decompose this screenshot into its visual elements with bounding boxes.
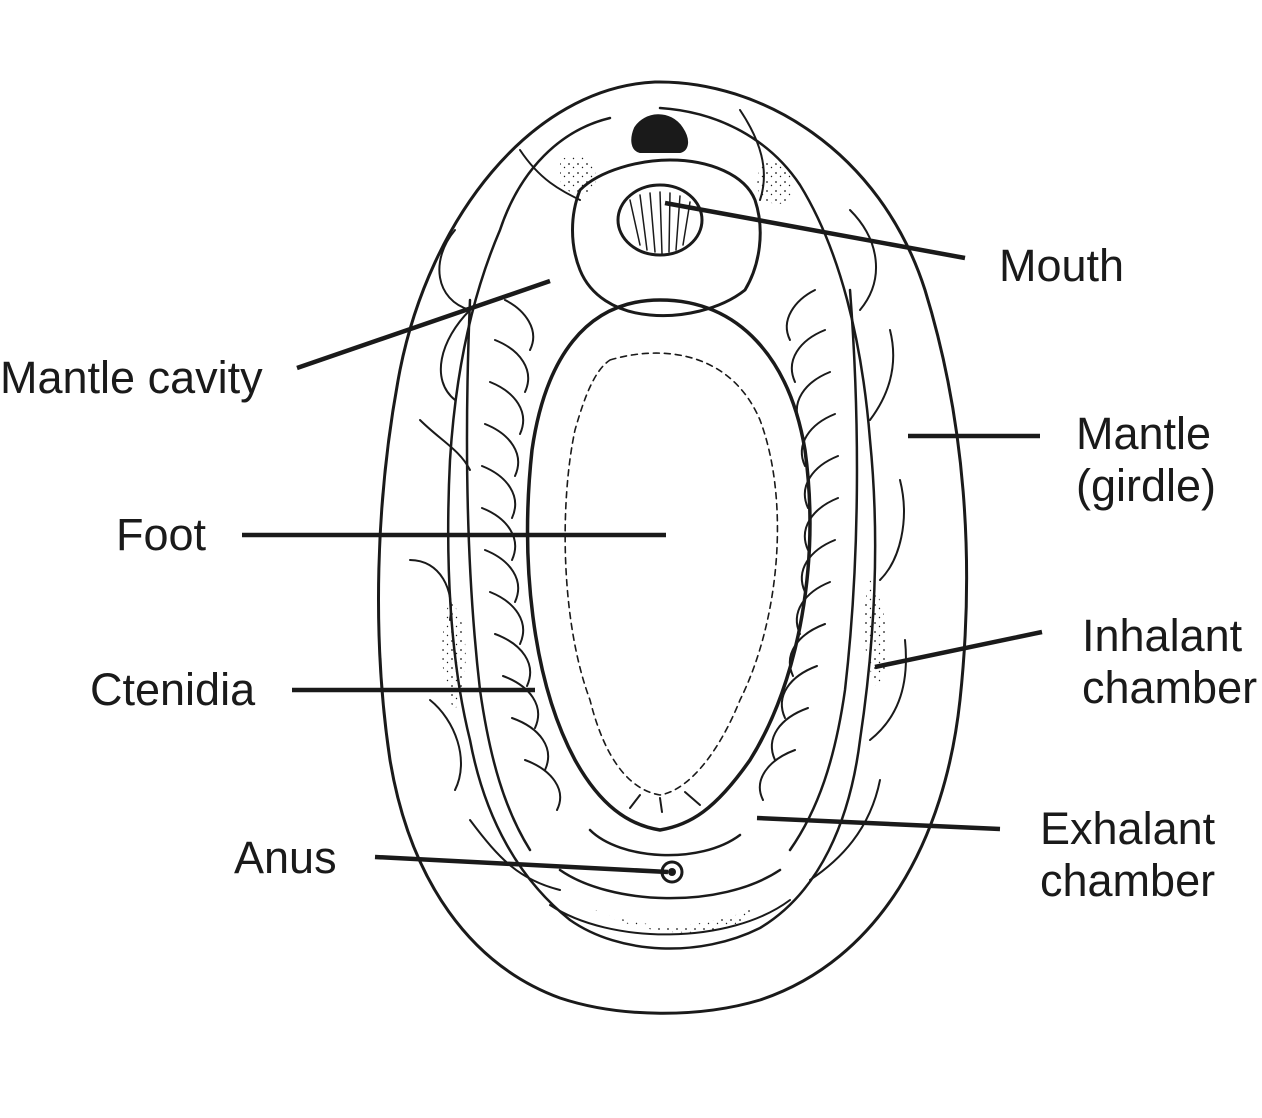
label-foot: Foot bbox=[116, 509, 207, 560]
ctenidia-left bbox=[465, 298, 562, 852]
anus-leader bbox=[374, 854, 669, 875]
inhalant-chamber-leader bbox=[874, 629, 1043, 670]
head-region bbox=[571, 158, 762, 318]
mantle-cavity-leader bbox=[296, 278, 551, 371]
exhalant-chamber-leader bbox=[756, 815, 1001, 832]
mouth-shape bbox=[616, 183, 704, 257]
label-mantle-girdle: Mantle (girdle) bbox=[1076, 408, 1217, 511]
label-anus: Anus bbox=[234, 832, 337, 883]
chiton-illustration bbox=[377, 80, 969, 1015]
label-mantle-cavity: Mantle cavity bbox=[0, 352, 263, 403]
foot-shape bbox=[525, 298, 812, 832]
label-ctenidia: Ctenidia bbox=[90, 664, 256, 715]
label-exhalant-chamber: Exhalant chamber bbox=[1040, 803, 1216, 906]
label-inhalant-chamber: Inhalant chamber bbox=[1082, 610, 1258, 713]
label-mouth: Mouth bbox=[999, 240, 1125, 291]
girdle-outline bbox=[377, 80, 969, 1015]
leader-lines bbox=[242, 200, 1043, 875]
ctenidia-right bbox=[758, 288, 859, 852]
mouth-leader bbox=[664, 200, 966, 261]
